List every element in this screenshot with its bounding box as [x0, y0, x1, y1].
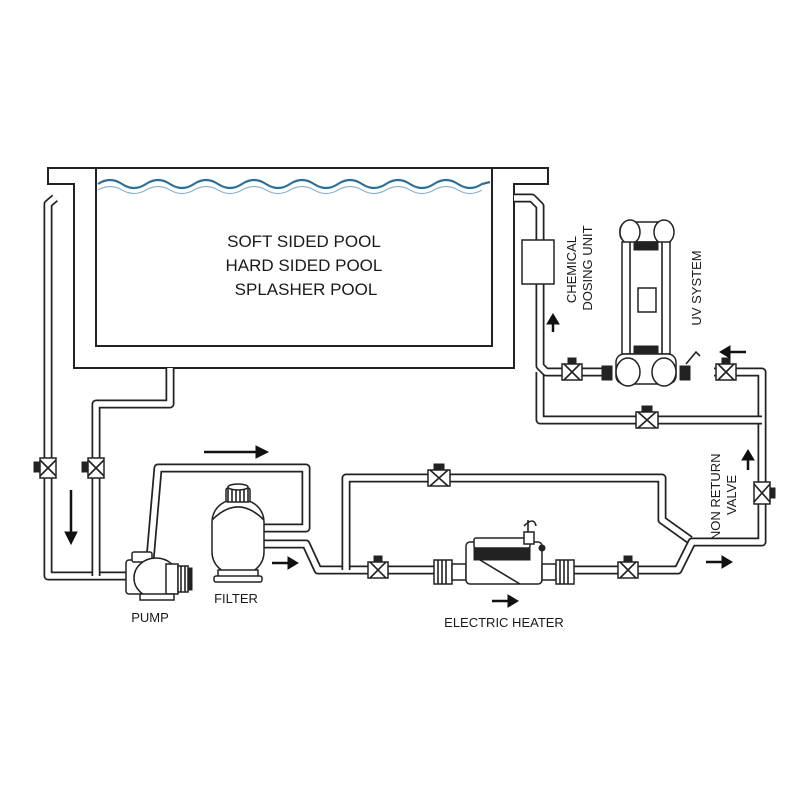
- return-pipe: [514, 193, 612, 377]
- pool-wall: [47, 167, 549, 369]
- arrow-right-top: [204, 445, 270, 459]
- valve-heater-bypass[interactable]: [427, 463, 451, 487]
- pool: SOFT SIDED POOL HARD SIDED POOL SPLASHER…: [47, 167, 549, 369]
- valve-suction-left[interactable]: [33, 457, 57, 479]
- arrow-down-left: [64, 490, 78, 546]
- filter-label: FILTER: [214, 591, 258, 606]
- valve-main-drain[interactable]: [81, 457, 105, 479]
- valve-heater-outlet[interactable]: [617, 555, 639, 579]
- non-return-valve[interactable]: [753, 481, 776, 505]
- sand-filter[interactable]: [211, 483, 265, 583]
- chemical-dosing-label: CHEMICAL DOSING UNIT: [564, 225, 595, 310]
- pool-type-label: SOFT SIDED POOL HARD SIDED POOL SPLASHER…: [226, 232, 387, 299]
- water-surface-shade: [97, 185, 483, 195]
- valve-heater-inlet[interactable]: [367, 555, 389, 579]
- arrow-right-outlet: [706, 555, 733, 569]
- arrow-up-return: [546, 313, 560, 332]
- non-return-valve-label: NON RETURN VALVE: [708, 450, 739, 540]
- uv-system-label: UV SYSTEM: [689, 250, 704, 325]
- water-surface: [97, 178, 491, 190]
- pump[interactable]: [125, 551, 193, 601]
- electric-heater[interactable]: [433, 520, 575, 585]
- component-labels: PUMP FILTER ELECTRIC HEATER CHEMICAL DOS…: [131, 225, 739, 630]
- valve-uv-inlet[interactable]: [715, 357, 737, 381]
- valve-uv-bypass[interactable]: [635, 405, 659, 429]
- heater-label: ELECTRIC HEATER: [444, 615, 564, 630]
- valve-uv-outlet[interactable]: [561, 357, 583, 381]
- uv-system[interactable]: [601, 219, 701, 387]
- flow-arrows: [64, 313, 755, 608]
- pump-label: PUMP: [131, 610, 169, 625]
- pool-inner: [95, 168, 493, 347]
- arrow-right-heater: [492, 594, 519, 608]
- valves: [33, 357, 776, 579]
- arrow-left-uv: [719, 345, 746, 359]
- chemical-dosing-unit[interactable]: [521, 239, 555, 285]
- arrow-up-nrv: [741, 449, 755, 470]
- arrow-right-filter: [272, 556, 299, 570]
